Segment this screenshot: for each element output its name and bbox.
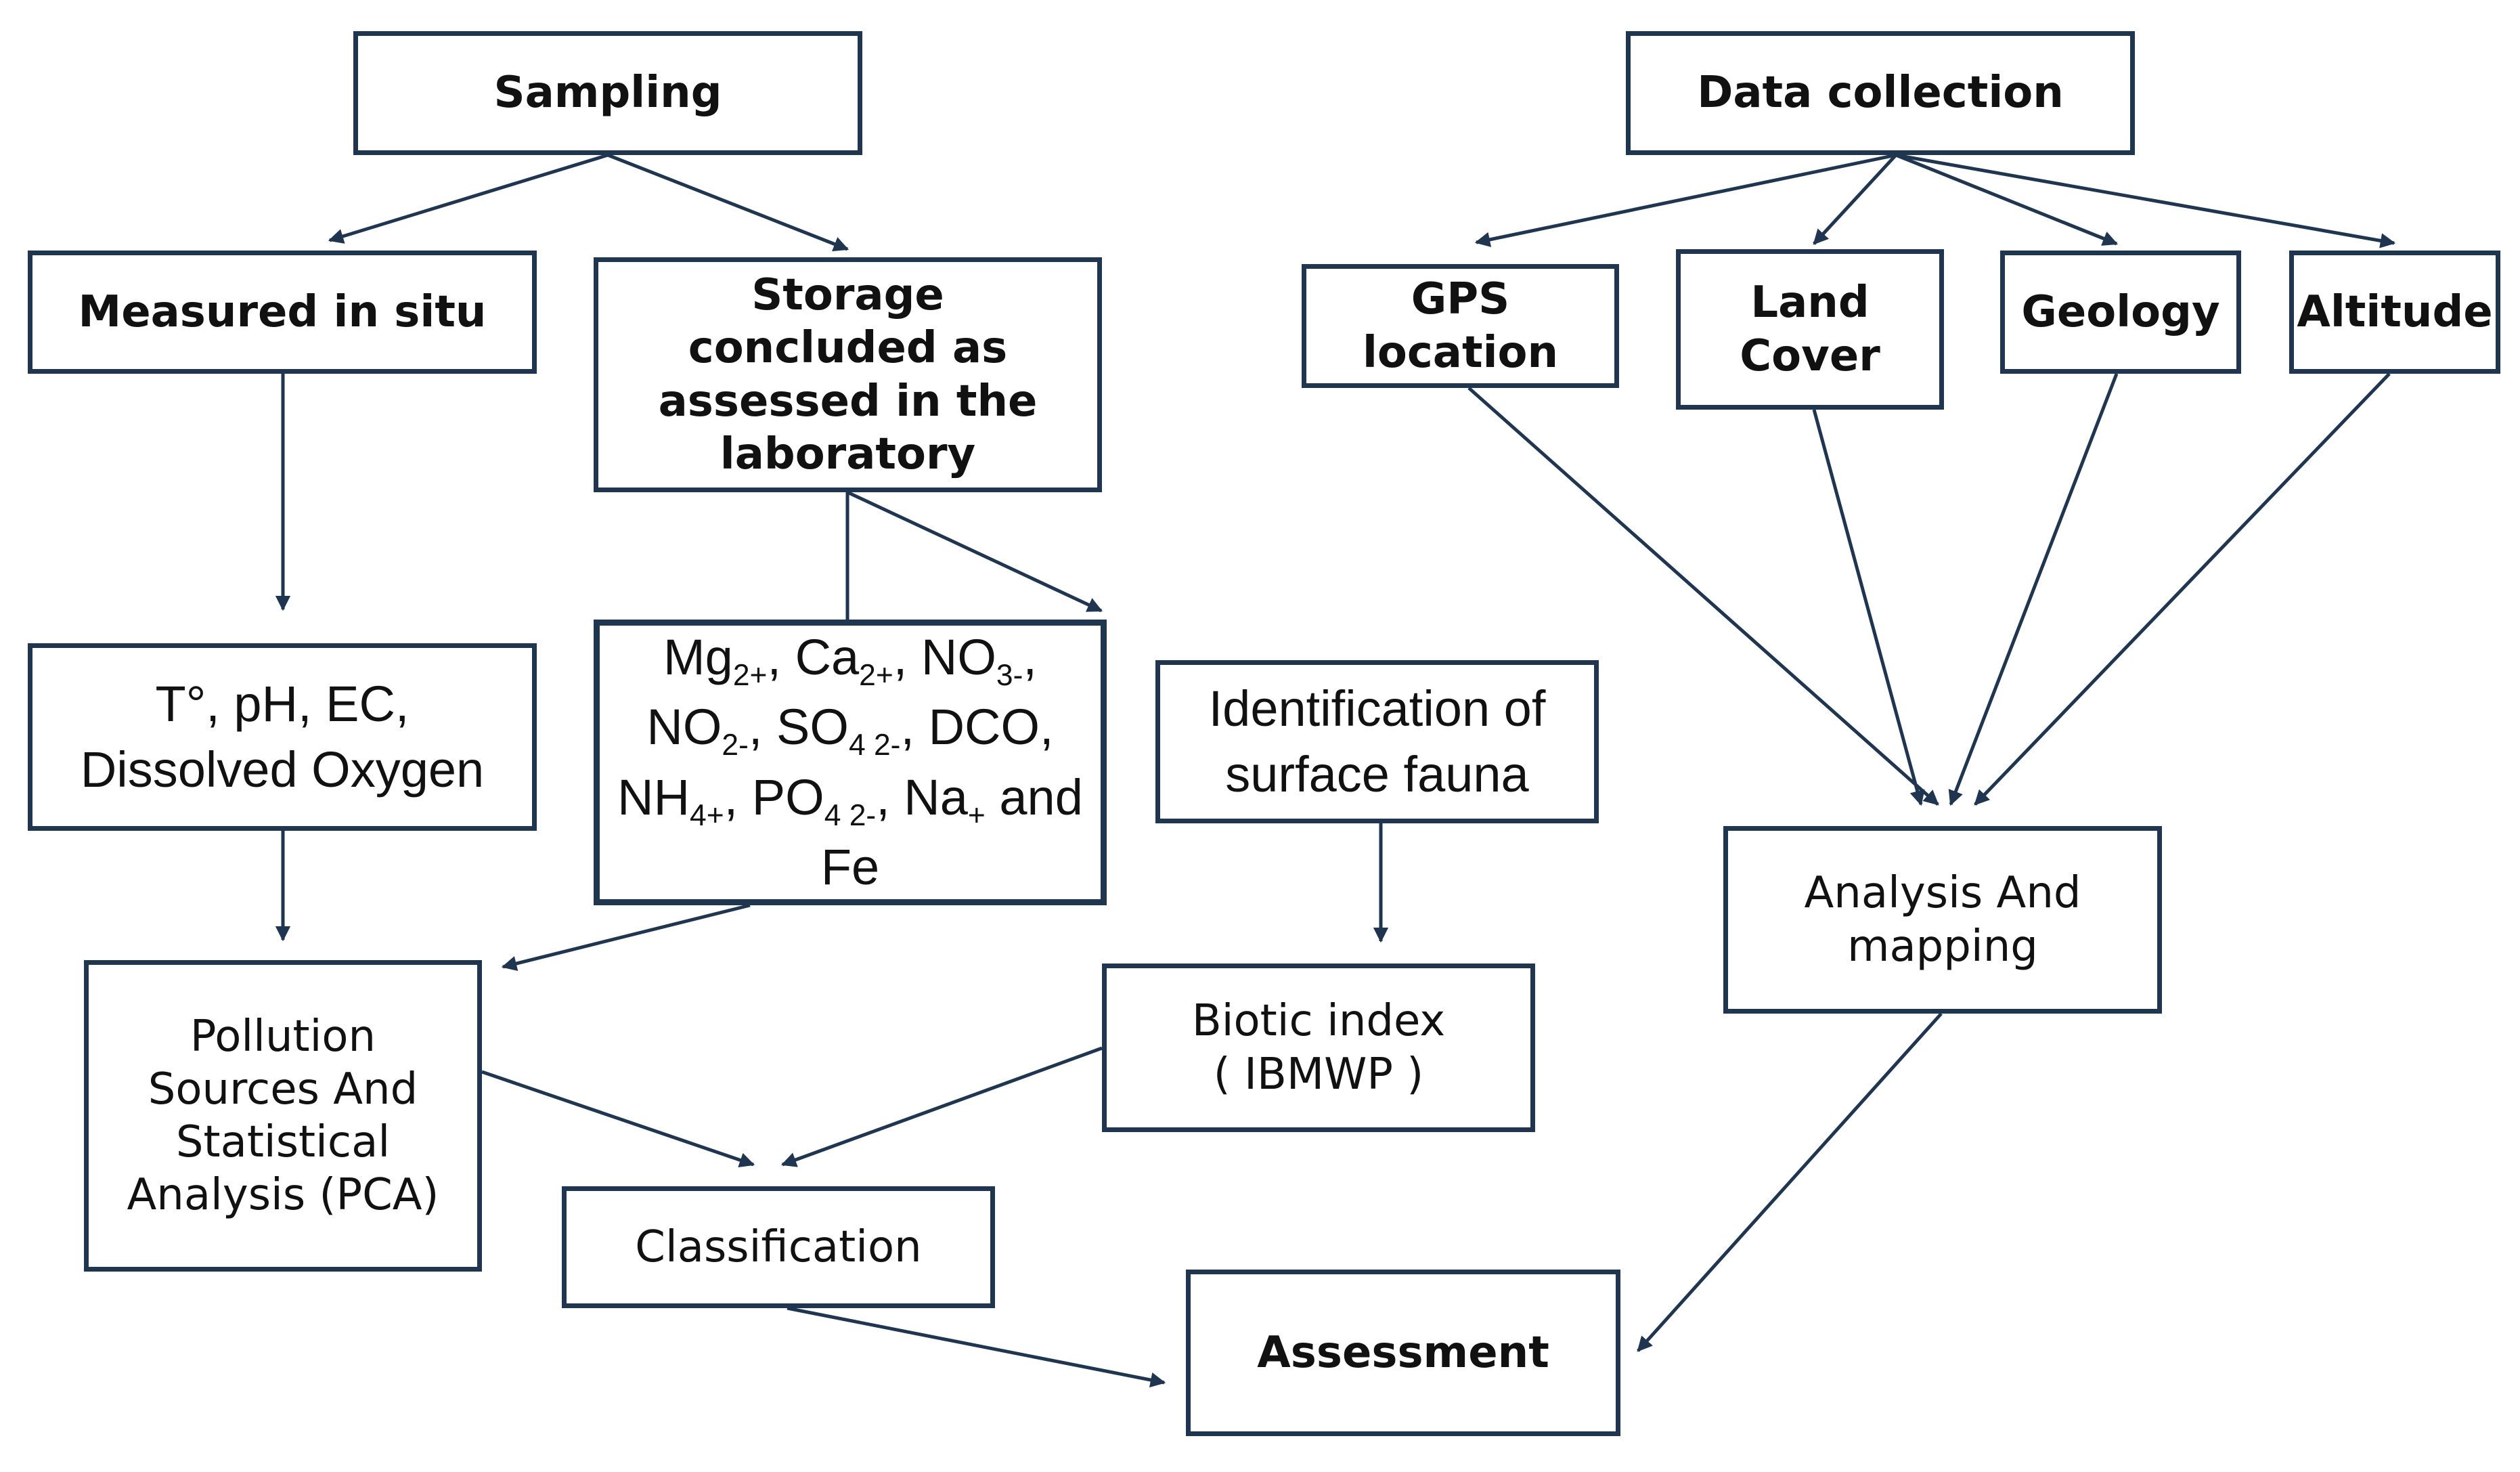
- assessment-box: Assessment: [1186, 1270, 1620, 1436]
- biotic-index-label: Biotic index ( IBMWP ): [1191, 996, 1446, 1100]
- sampling-box: Sampling: [353, 31, 862, 155]
- surface-fauna-label: Identification of surface fauna: [1208, 680, 1546, 802]
- arrow-datacollection-to-geology: [1895, 153, 2119, 246]
- arrow-sampling-to-measured: [328, 153, 609, 244]
- classification-box: Classification: [562, 1186, 995, 1308]
- ions-label: Mg2+, Ca2+, NO3-, NO2-, SO4 2-, DCO, NH4…: [617, 628, 1083, 896]
- geology-label: Geology: [2021, 286, 2220, 337]
- ions-box: Mg2+, Ca2+, NO3-, NO2-, SO4 2-, DCO, NH4…: [594, 620, 1107, 905]
- arrow-analysis-to-assessment: [1637, 1012, 1943, 1352]
- storage-laboratory-label: Storage concluded as assessed in the lab…: [658, 270, 1038, 479]
- arrow-sampling-to-storage: [607, 153, 849, 252]
- arrow-classification-to-assessment: [787, 1306, 1166, 1388]
- arrow-datacollection-to-altitude: [1895, 153, 2396, 248]
- pollution-sources-label: Pollution Sources And Statistical Analys…: [127, 1011, 439, 1221]
- data-collection-label: Data collection: [1697, 68, 2064, 118]
- pollution-sources-box: Pollution Sources And Statistical Analys…: [84, 960, 482, 1272]
- data-collection-box: Data collection: [1626, 31, 2135, 155]
- arrow-geology-to-analysis: [1948, 373, 2119, 806]
- land-cover-label: Land Cover: [1740, 278, 1880, 381]
- arrow-ions-to-pollution: [501, 903, 751, 972]
- arrow-datacollection-to-gps: [1474, 153, 1897, 247]
- land-cover-box: Land Cover: [1676, 249, 1944, 410]
- gps-location-label: GPS location: [1362, 274, 1559, 378]
- geology-box: Geology: [2000, 251, 2241, 374]
- altitude-box: Altitude: [2289, 251, 2500, 374]
- measured-in-situ-box: Measured in situ: [28, 251, 537, 374]
- assessment-label: Assessment: [1257, 1327, 1549, 1378]
- field-parameters-label: T°, pH, EC, Dissolved Oxygen: [80, 676, 485, 798]
- arrow-datacollection-to-landcover: [1813, 154, 1897, 245]
- surface-fauna-box: Identification of surface fauna: [1155, 660, 1599, 823]
- arrow-storage-to-ions: [846, 490, 1103, 613]
- biotic-index-box: Biotic index ( IBMWP ): [1102, 964, 1535, 1132]
- classification-label: Classification: [635, 1221, 922, 1272]
- measured-in-situ-label: Measured in situ: [78, 286, 487, 337]
- storage-laboratory-box: Storage concluded as assessed in the lab…: [594, 257, 1102, 492]
- field-parameters-box: T°, pH, EC, Dissolved Oxygen: [28, 643, 537, 831]
- arrow-landcover-to-analysis: [1812, 409, 1925, 806]
- arrow-altitude-to-analysis: [1974, 372, 2391, 806]
- arrow-biotic-to-classification: [780, 1046, 1103, 1167]
- gps-location-box: GPS location: [1302, 264, 1619, 388]
- sampling-label: Sampling: [493, 68, 722, 118]
- altitude-label: Altitude: [2297, 286, 2493, 337]
- analysis-mapping-box: Analysis And mapping: [1723, 826, 2162, 1014]
- arrow-gps-to-analysis: [1467, 387, 1939, 806]
- analysis-mapping-label: Analysis And mapping: [1804, 868, 2081, 972]
- arrow-pollution-to-classification: [481, 1070, 755, 1168]
